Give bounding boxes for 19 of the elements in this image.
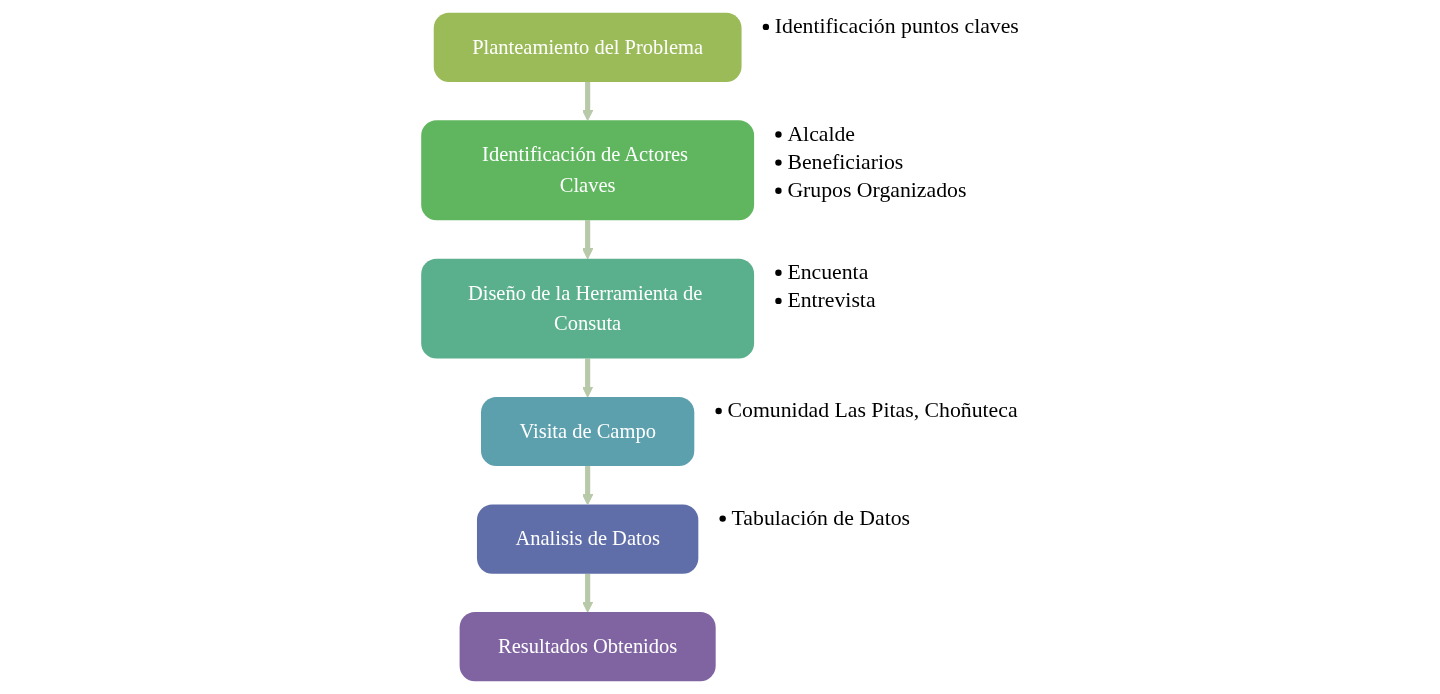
bullet-item: Grupos Organizados bbox=[775, 178, 967, 203]
bullet-item: Comunidad Las Pitas, Choñuteca bbox=[715, 398, 1018, 423]
arrow bbox=[582, 573, 594, 613]
process-box: Analisis de Datos bbox=[476, 504, 699, 574]
bullet-item: Tabulación de Datos bbox=[719, 506, 911, 530]
process-box: Visita de Campo bbox=[481, 396, 695, 467]
bullet-item: Alcalde bbox=[775, 121, 856, 146]
arrow bbox=[582, 466, 594, 505]
bullet-item: Identificación puntos claves bbox=[762, 14, 1019, 39]
bullet-item: Entrevista bbox=[775, 288, 876, 313]
arrow bbox=[582, 81, 594, 121]
process-box: Resultados Obtenidos bbox=[459, 612, 716, 682]
process-box: Diseño de la Herramienta de Consuta bbox=[421, 258, 755, 359]
process-box: Identificación de Actores Claves bbox=[421, 120, 755, 221]
process-box: Planteamiento del Problema bbox=[433, 12, 742, 82]
arrow bbox=[582, 220, 594, 260]
arrow bbox=[582, 358, 594, 398]
bullet-item: Encuenta bbox=[775, 260, 869, 285]
bullet-item: Beneficiarios bbox=[775, 150, 904, 174]
